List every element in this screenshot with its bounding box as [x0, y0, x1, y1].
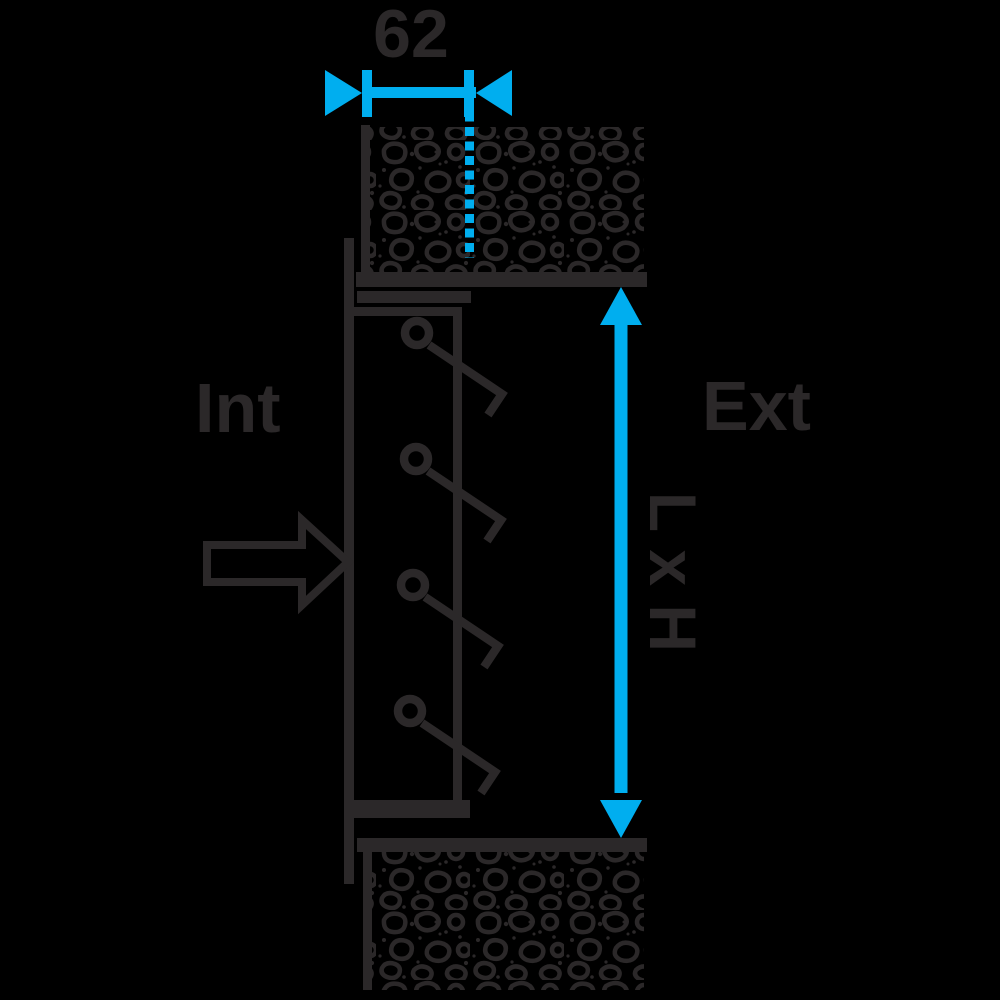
top-wall-section — [356, 125, 647, 287]
dimension-arrow-left-icon — [325, 70, 362, 116]
top-wall-soffit-bar — [356, 272, 647, 287]
bottom-wall-inner-face-line — [363, 852, 372, 990]
interior-label: Int — [195, 369, 281, 447]
louver-blade-1 — [400, 316, 508, 418]
arrow-shaft — [614, 323, 628, 793]
airflow-arrow-icon — [203, 510, 354, 615]
height-dimension-arrow — [600, 287, 642, 838]
louver-blade-2 — [399, 442, 507, 544]
bottom-wall-sill-bar — [357, 838, 647, 852]
top-wall-inner-face-line — [361, 125, 370, 272]
louver-blade-4 — [393, 694, 501, 796]
dimension-tick-right — [464, 70, 474, 117]
width-dimension — [325, 70, 512, 258]
bottom-wall-section — [357, 838, 647, 990]
width-dimension-label: 62 — [373, 0, 449, 72]
dimension-line — [362, 87, 476, 98]
arrow-down-head-icon — [600, 800, 642, 838]
opening-size-label: L x H — [636, 492, 710, 652]
frame-exterior-face — [453, 307, 462, 818]
louver-blades — [393, 316, 508, 796]
frame-bottom-plate — [344, 800, 470, 818]
louver-blade-3 — [396, 568, 504, 670]
arrow-up-head-icon — [600, 287, 642, 325]
frame-top-plate — [357, 291, 471, 303]
exterior-label: Ext — [702, 367, 811, 445]
frame-top-edge — [344, 307, 462, 316]
dimension-arrow-right-icon — [476, 70, 512, 116]
